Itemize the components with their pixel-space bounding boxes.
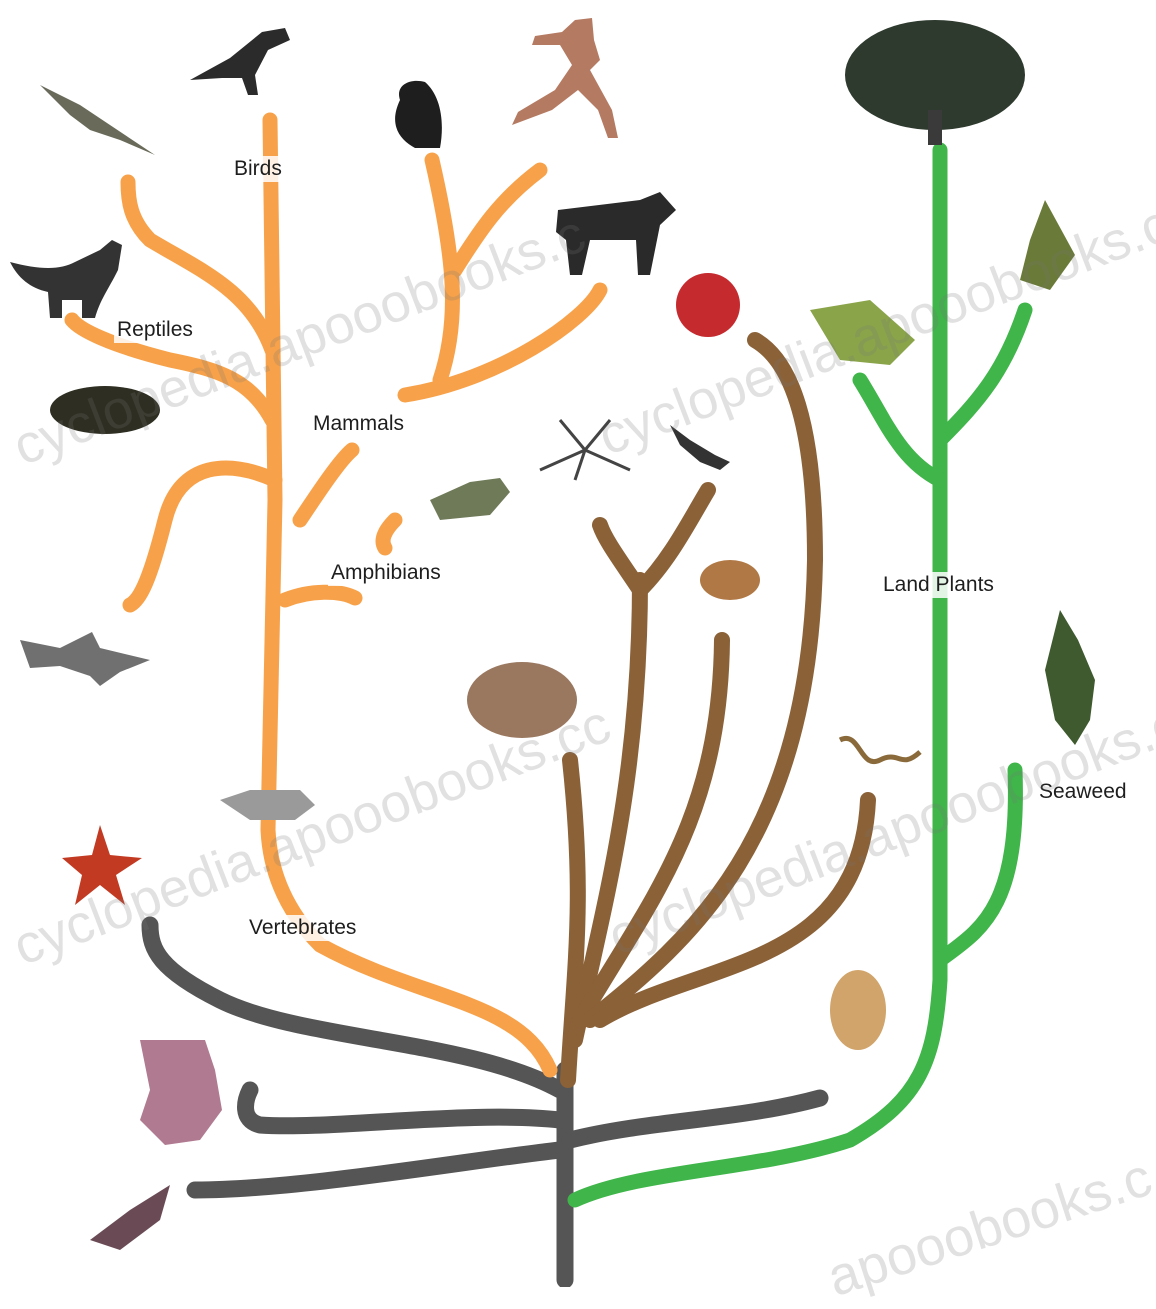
frog-icon	[430, 478, 510, 520]
ladybug-icon	[676, 273, 740, 337]
label-mammals: Mammals	[310, 411, 407, 437]
starfish-icon	[62, 825, 142, 905]
label-birds: Birds	[231, 156, 285, 182]
label-amphibians: Amphibians	[328, 560, 444, 586]
label-vertebrates: Vertebrates	[246, 915, 359, 941]
turtle-icon	[50, 386, 160, 434]
pterosaur-icon	[40, 85, 155, 155]
zebra-icon	[556, 192, 676, 275]
bird-icon	[190, 28, 290, 95]
label-land-plants: Land Plants	[880, 572, 997, 598]
fish-icon	[220, 790, 315, 820]
sponge-icon	[90, 1185, 170, 1250]
shark-icon	[20, 632, 150, 686]
gorilla-icon	[395, 81, 442, 148]
tree-icon	[845, 20, 1025, 145]
worm-icon	[840, 738, 920, 761]
sea-anemone-icon	[140, 1040, 222, 1145]
crab-icon	[700, 560, 760, 600]
label-seaweed: Seaweed	[1036, 779, 1130, 805]
jellyfish-icon	[830, 970, 886, 1050]
brittlestar-icon	[540, 420, 630, 480]
moss-icon	[810, 300, 915, 365]
invertebrate-branches	[568, 340, 868, 1080]
human-icon	[512, 18, 618, 138]
dinosaur-icon	[10, 240, 122, 318]
snail-icon	[467, 662, 577, 738]
seaweed-icon	[1045, 610, 1095, 745]
scorpion-icon	[670, 425, 730, 470]
label-reptiles: Reptiles	[114, 317, 196, 343]
fern-icon	[1020, 200, 1075, 290]
